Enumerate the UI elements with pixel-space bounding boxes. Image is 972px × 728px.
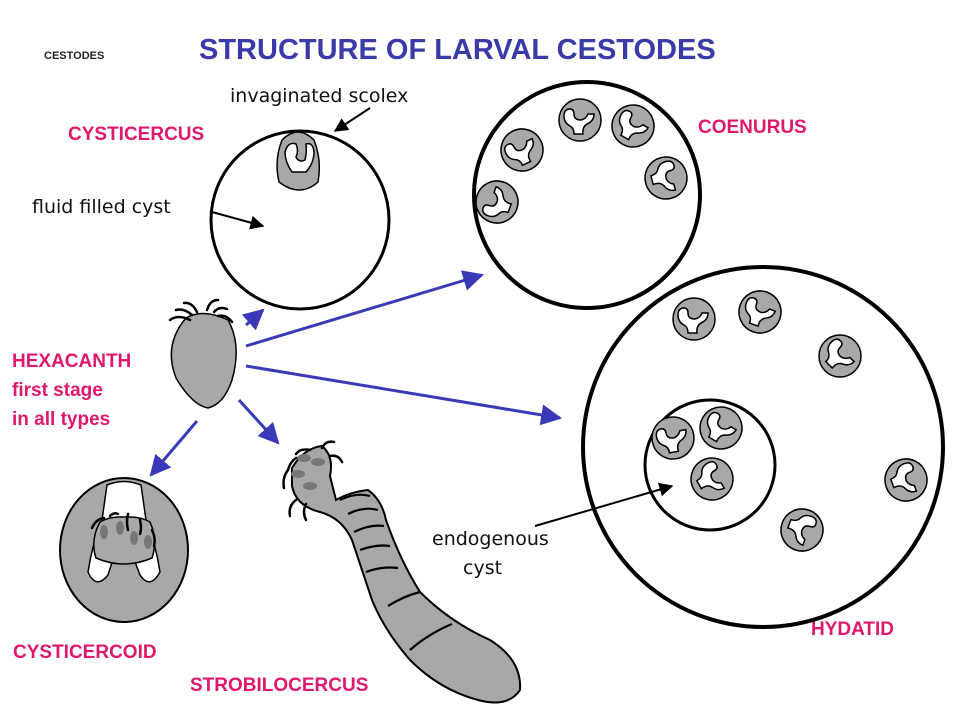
hydatid-cyst bbox=[581, 265, 945, 629]
arrow-to-strobilocercus bbox=[237, 398, 280, 445]
scolex-pointer bbox=[333, 107, 371, 132]
endogenous-label: endogenous bbox=[432, 528, 549, 550]
cysticercus-label: CYSTICERCUS bbox=[68, 124, 205, 145]
fluid-filled-cyst-label: fluid filled cyst bbox=[32, 196, 171, 218]
cysticercus-cyst bbox=[209, 129, 391, 311]
coenurus-label: COENURUS bbox=[698, 117, 807, 138]
cysticercoid-larva bbox=[59, 477, 189, 623]
endogenous-cyst-label: cyst bbox=[463, 557, 503, 579]
development-arrows bbox=[149, 270, 563, 477]
coenurus-cyst bbox=[469, 80, 702, 310]
hexacanth-line3: in all types bbox=[12, 409, 111, 430]
hexacanth-larva bbox=[168, 298, 237, 409]
arrow-to-coenurus bbox=[245, 270, 485, 348]
endogenous-pointer bbox=[534, 482, 674, 527]
invaginated-scolex-label: invaginated scolex bbox=[230, 85, 409, 107]
arrow-to-hydatid bbox=[245, 364, 563, 426]
hexacanth-line2: first stage bbox=[12, 380, 103, 401]
hexacanth-label: HEXACANTH bbox=[12, 351, 132, 372]
strobilocercus-label: STROBILOCERCUS bbox=[190, 675, 369, 696]
arrow-to-cysticercoid bbox=[149, 420, 199, 477]
annotation-arrows bbox=[211, 107, 674, 527]
section-label: CESTODES bbox=[44, 50, 105, 62]
hydatid-label: HYDATID bbox=[811, 619, 895, 640]
cyst-pointer bbox=[211, 211, 265, 230]
page-title: STRUCTURE OF LARVAL CESTODES bbox=[199, 34, 716, 66]
arrow-to-cysticercus bbox=[241, 308, 265, 331]
strobilocercus-larva bbox=[282, 440, 522, 704]
cysticercoid-label: CYSTICERCOID bbox=[13, 642, 157, 663]
